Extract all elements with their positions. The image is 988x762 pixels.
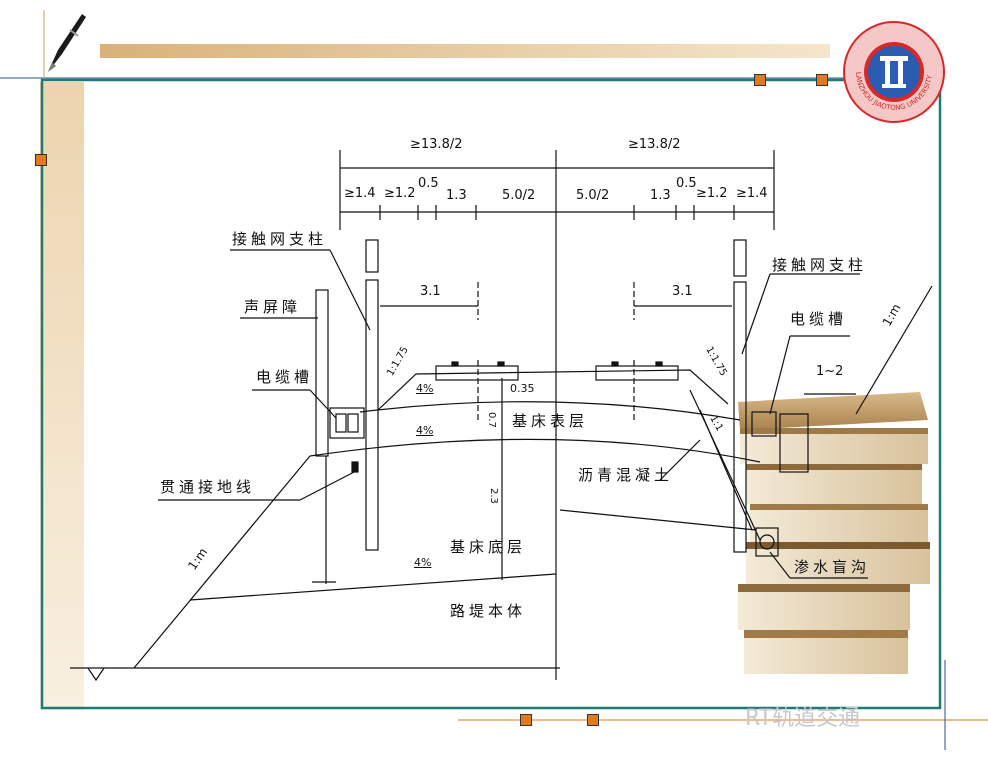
- label-asphalt: 沥青混凝土: [578, 466, 674, 484]
- top-gold-bar: [100, 44, 830, 58]
- label-contact-pole-right: 接触网支柱: [772, 256, 868, 274]
- label-cable-trough-right: 电缆槽: [790, 310, 848, 328]
- deco-square: [587, 714, 599, 726]
- grade-3: 4%: [414, 556, 432, 569]
- label-contact-pole-left: 接触网支柱: [232, 230, 328, 248]
- label-embankment: 路堤本体: [450, 602, 527, 620]
- dim-range-12: 1~2: [816, 364, 844, 379]
- deco-square: [35, 154, 47, 166]
- dim-half-width-right: ≥13.8/2: [628, 137, 681, 152]
- label-drain: 渗水盲沟: [794, 558, 871, 576]
- dim-thick-23: 2.3: [488, 488, 499, 504]
- university-logo: LANZHOU JIAOTONG UNIVERSITY: [843, 21, 945, 123]
- label-bed-bottom: 基床底层: [450, 538, 527, 556]
- grade-2: 4%: [416, 424, 434, 437]
- dim-r-14: ≥1.4: [736, 186, 768, 201]
- teal-frame: [40, 78, 942, 710]
- dim-l-13: 1.3: [446, 188, 467, 203]
- dim-r-13: 1.3: [650, 188, 671, 203]
- dim-half-width-left: ≥13.8/2: [410, 137, 463, 152]
- dim-l-12: ≥1.2: [384, 186, 416, 201]
- deco-square: [520, 714, 532, 726]
- dim-r-05: 0.5: [676, 176, 697, 191]
- label-bed-surface: 基床表层: [512, 412, 589, 430]
- deco-square: [816, 74, 828, 86]
- dim-l-50: 5.0/2: [502, 188, 536, 203]
- book-stack-image: [738, 392, 930, 674]
- left-gold-bar: [40, 82, 84, 710]
- watermark: RT轨道交通: [745, 706, 861, 731]
- dim-l-14: ≥1.4: [344, 186, 376, 201]
- dim-thick-035: 0.35: [510, 382, 535, 395]
- deco-square: [754, 74, 766, 86]
- label-ground-wire: 贯通接地线: [160, 478, 256, 496]
- dim-offset-right: 3.1: [672, 284, 693, 299]
- pen-icon: [48, 14, 86, 72]
- dim-r-50: 5.0/2: [576, 188, 610, 203]
- dim-l-05: 0.5: [418, 176, 439, 191]
- dim-offset-left: 3.1: [420, 284, 441, 299]
- dim-r-12: ≥1.2: [696, 186, 728, 201]
- label-sound-barrier: 声屏障: [244, 298, 302, 316]
- dim-thick-07: 0.7: [486, 412, 497, 428]
- label-cable-trough-left: 电缆槽: [256, 368, 314, 386]
- grade-1: 4%: [416, 382, 434, 395]
